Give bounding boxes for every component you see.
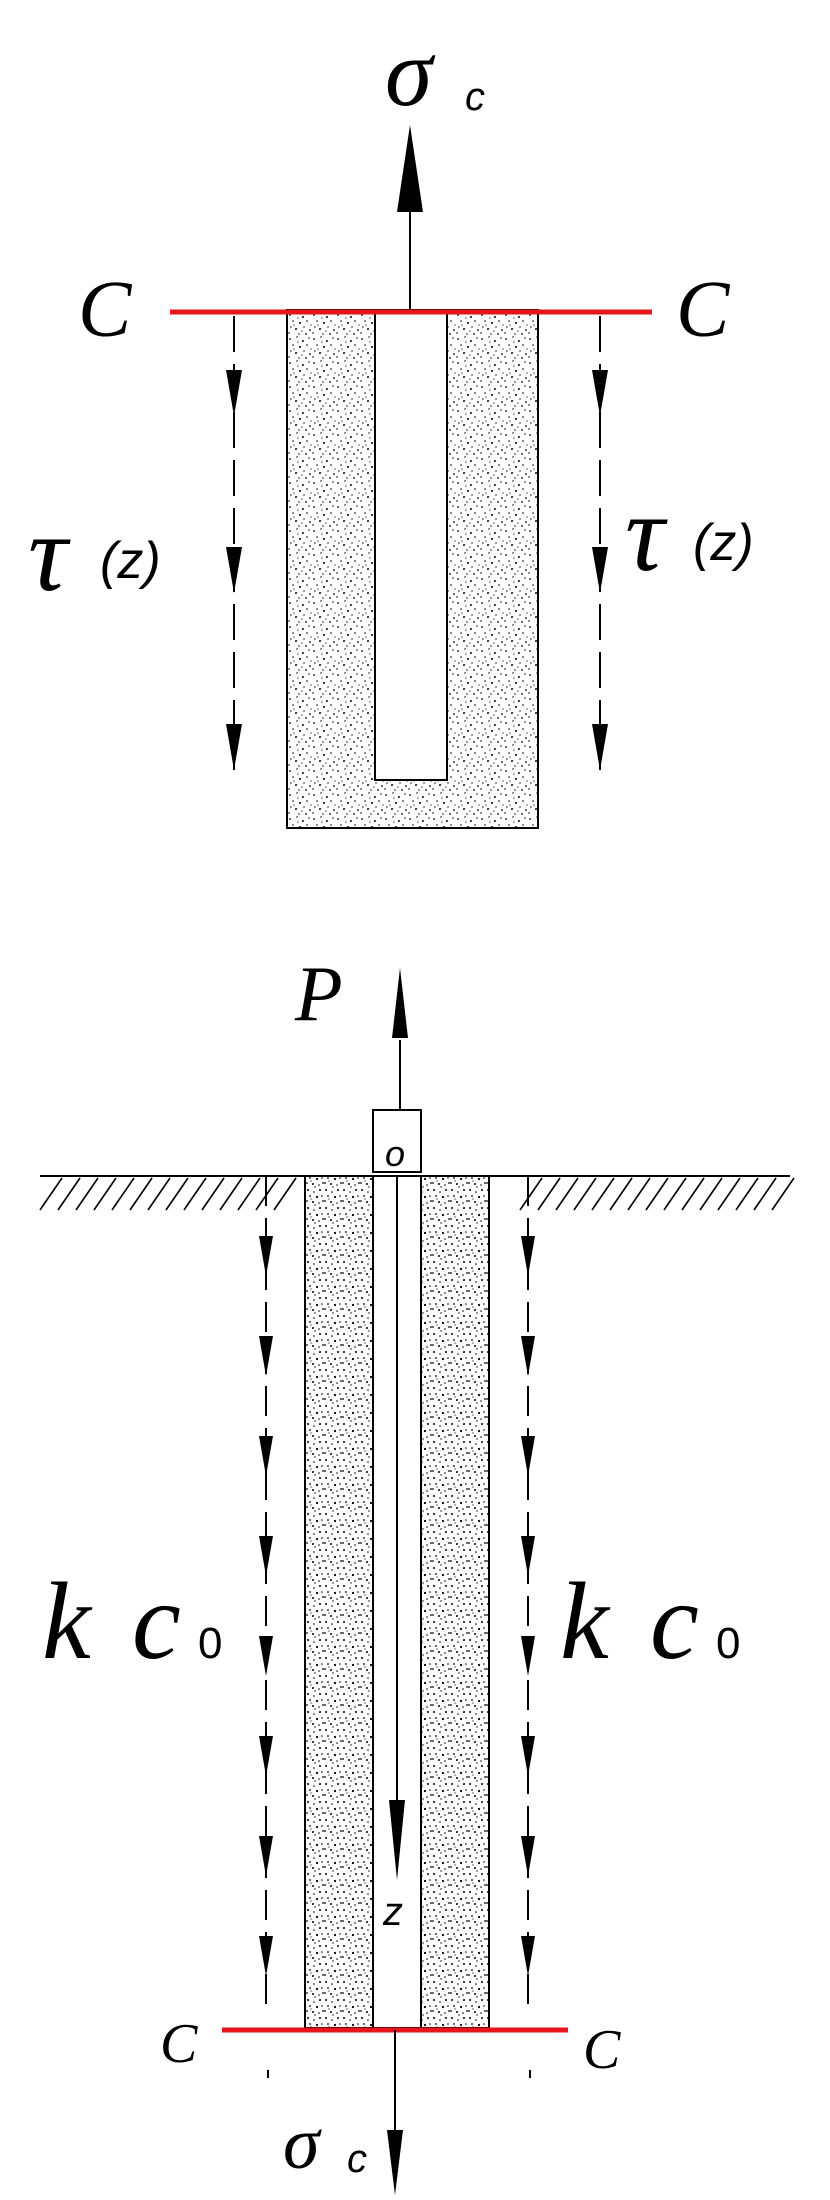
resistance-label-left-sub: 0 [198,1619,222,1668]
top-diagram: σ c C C τ (z) τ (z) [28,19,754,829]
bottom-section-label-right: C [583,2019,621,2081]
top-shear-label-right: τ [625,472,668,594]
top-shear-arg-left: (z) [100,532,161,590]
bottom-force-subscript: c [347,2137,367,2181]
load-label: P [294,950,343,1037]
top-shear-arrows-left [226,316,242,770]
bottom-diagram: P o [39,950,795,2195]
top-force-label: σ [385,19,436,126]
top-shear-arg-right: (z) [693,514,754,572]
top-section-label-left: C [78,266,133,354]
bottom-force-arrow-head [387,2130,403,2195]
top-shear-label-left: τ [28,492,71,614]
anchor-head [372,1109,422,1173]
resistance-label-left-k: k [42,1560,93,1682]
bottom-force-label: σ [283,2103,322,2185]
z-axis-arrow-head [389,1800,405,1880]
resistance-arrows-left [259,1176,273,2010]
grout-column-left [304,1175,374,2029]
resistance-arrows-right [521,1176,535,2010]
resistance-label-left-c: c [132,1560,181,1682]
top-grout-body [286,309,539,829]
bottom-section-label-left: C [160,2013,198,2075]
top-section-label-right: C [676,266,731,354]
resistance-label-right-k: k [560,1560,611,1682]
top-force-subscript: c [465,75,485,119]
z-axis-label: z [382,1890,403,1934]
origin-label: o [385,1133,405,1174]
resistance-label-right-sub: 0 [716,1619,740,1668]
top-shear-arrows-right [592,316,608,770]
resistance-label-right-c: c [650,1560,699,1682]
grout-column-right [420,1175,490,2029]
load-arrow-head [392,968,408,1038]
ground-surface [39,1175,795,1211]
top-force-arrow-head [397,125,423,212]
